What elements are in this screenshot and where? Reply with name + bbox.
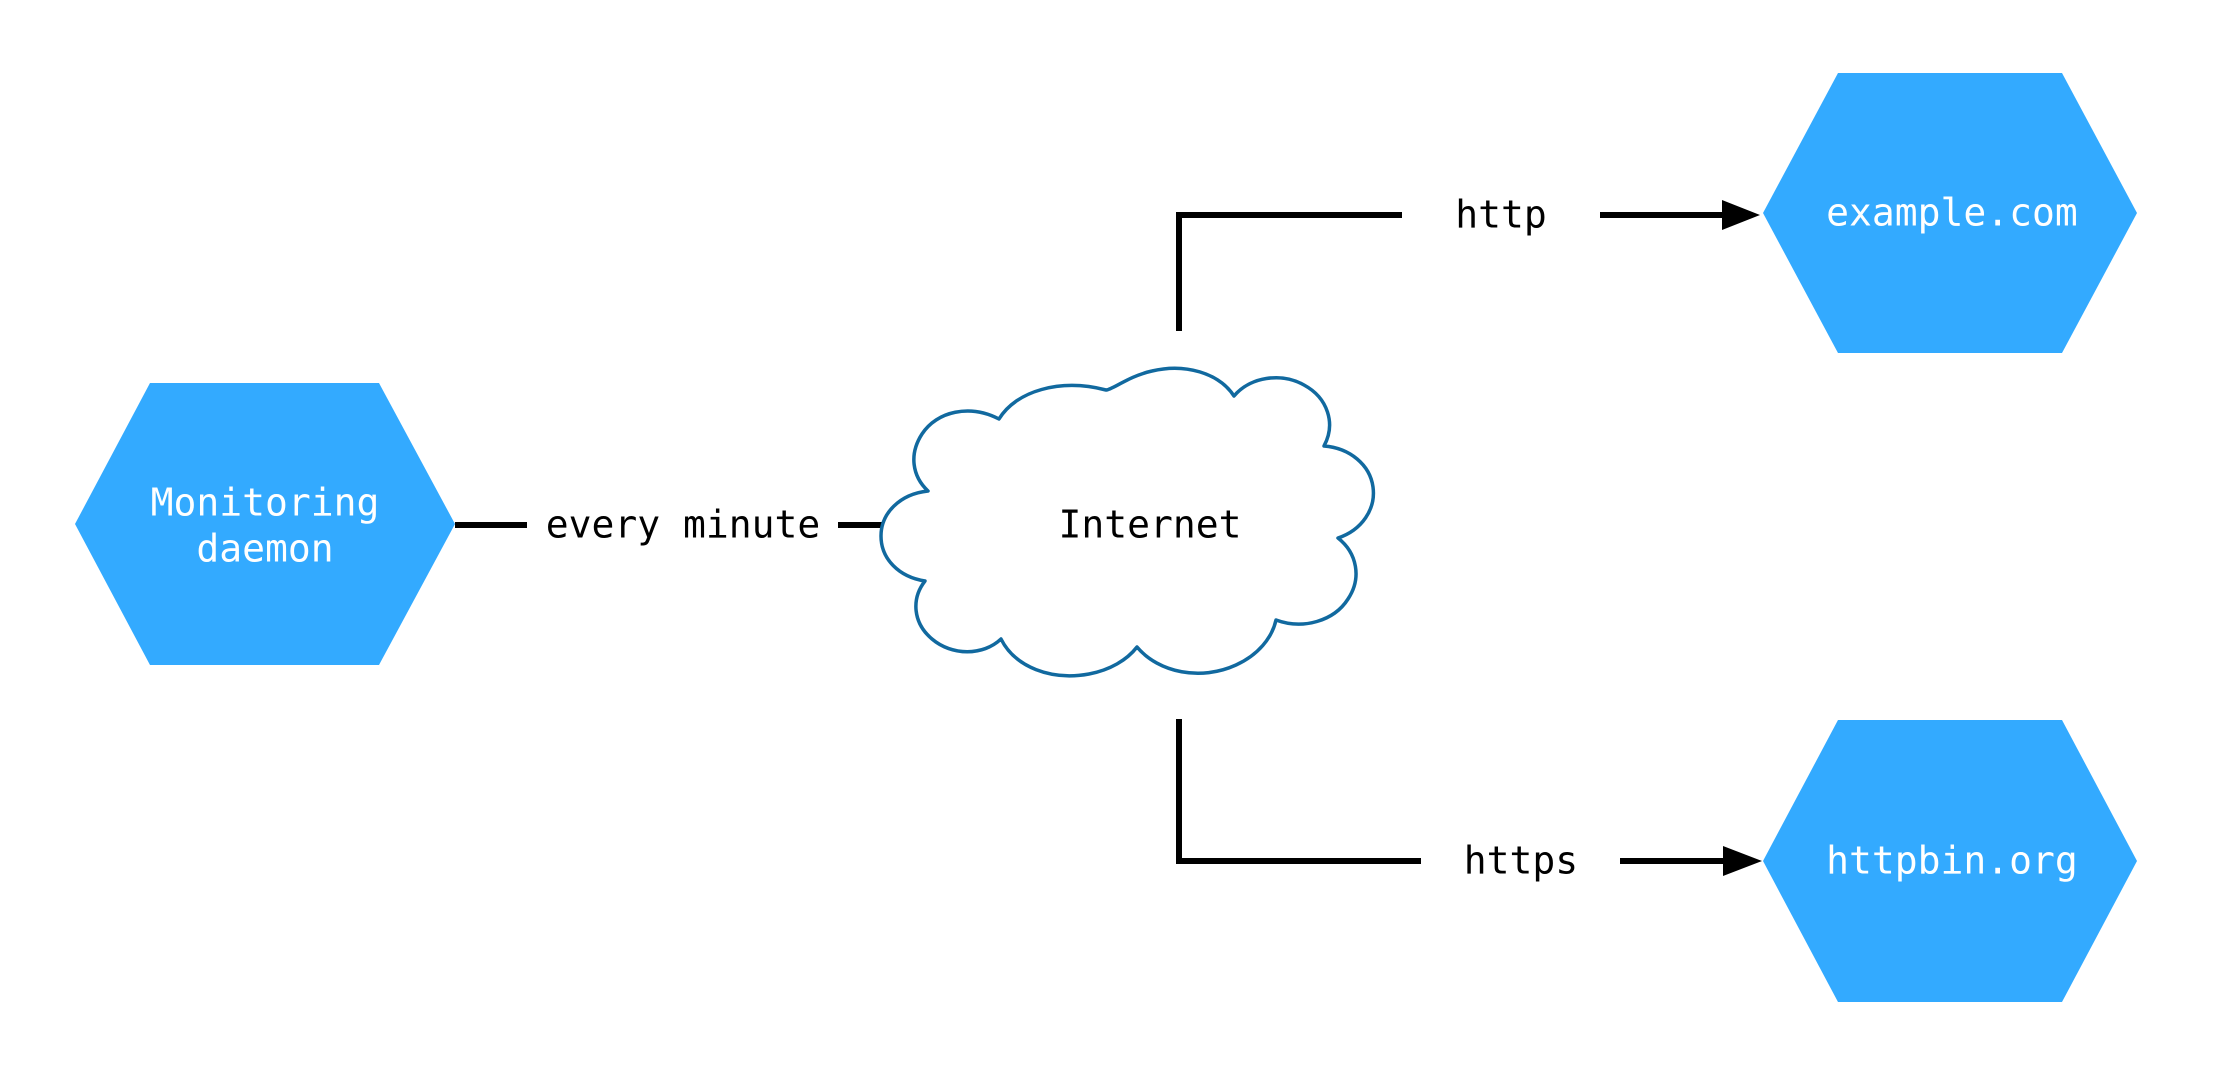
node-httpbin-org[interactable]: httpbin.org [1763, 720, 2137, 1002]
arrow-head-icon [1722, 200, 1760, 230]
arrow-head-icon [1723, 846, 1762, 876]
node-label-internet: Internet [1058, 503, 1241, 547]
hexagon-shape [1763, 73, 2137, 353]
hexagon-shape [75, 383, 455, 665]
edge-elbow-down [1176, 719, 1421, 864]
hexagon-shape [1763, 720, 2137, 1002]
edge-elbow-up [1176, 212, 1402, 331]
edge-label-every-minute: every minute [546, 503, 821, 547]
cloud-shape [879, 366, 1376, 678]
edge-internet-to-httpbin[interactable]: https [1176, 719, 1762, 883]
edge-internet-to-example[interactable]: http [1176, 193, 1760, 332]
node-label-example-com: example.com [1826, 191, 2078, 235]
edge-label-https: https [1464, 839, 1578, 883]
node-label-httpbin-org: httpbin.org [1826, 839, 2078, 883]
edge-label-http: http [1455, 193, 1547, 237]
node-label-line1: Monitoring [151, 481, 380, 525]
node-label-line2: daemon [196, 527, 333, 571]
edge-daemon-to-internet[interactable]: every minute [455, 503, 953, 547]
node-internet[interactable]: Internet [879, 366, 1376, 678]
node-monitoring-daemon[interactable]: Monitoring daemon [75, 383, 455, 665]
node-example-com[interactable]: example.com [1763, 73, 2137, 353]
